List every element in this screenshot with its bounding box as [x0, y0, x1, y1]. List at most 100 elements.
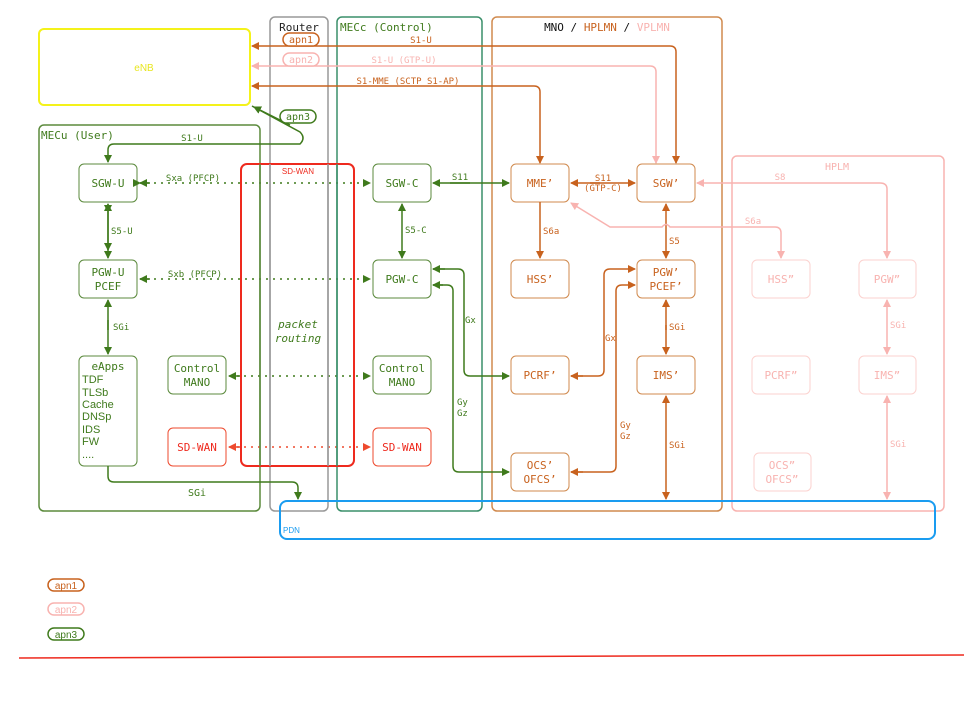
node-pgw2[interactable]: PGW”: [858, 259, 917, 299]
svg-text:SD-WAN: SD-WAN: [382, 441, 422, 454]
link-s1u-apn3: [104, 105, 304, 163]
router-group: [269, 16, 329, 512]
node-ims2[interactable]: IMS”: [858, 355, 917, 395]
svg-text:SGW-C: SGW-C: [385, 177, 418, 190]
svg-text:OFCS’: OFCS’: [523, 473, 556, 486]
svg-text:PGW-C: PGW-C: [385, 273, 418, 286]
node-sdwan-c[interactable]: SD-WAN: [372, 427, 432, 467]
label-s1u-apn3: S1-U: [181, 134, 203, 144]
node-control-mano-c[interactable]: Control MANO: [372, 355, 432, 395]
node-pgw-u[interactable]: PGW-U PCEF: [78, 259, 138, 299]
svg-text:eApps: eApps: [91, 360, 124, 373]
svg-text:OCS”: OCS”: [769, 459, 796, 472]
svg-text:IMS’: IMS’: [653, 369, 680, 382]
node-ims[interactable]: IMS’: [636, 355, 696, 395]
legend-item-apn2: apn2: [47, 602, 85, 616]
legend-item-apn3: apn3: [47, 627, 85, 641]
label-sgi-pdn: SGi: [188, 488, 206, 499]
svg-text:MANO: MANO: [184, 376, 211, 389]
label-s11: S11: [452, 173, 468, 183]
svg-text:Control: Control: [174, 362, 220, 375]
link-s1u-apn1-down: [669, 45, 680, 164]
link-gygz-c: [433, 284, 510, 476]
label-sgi-u: SGi: [113, 323, 129, 333]
divider-line: [18, 654, 965, 659]
mno-group: [491, 16, 723, 512]
node-ocs2[interactable]: OCS” OFCS”: [753, 452, 812, 492]
link-s6a-h-main: [570, 202, 775, 228]
svg-text:OCS’: OCS’: [527, 459, 554, 472]
node-sgw[interactable]: SGW’: [636, 163, 696, 203]
label-sxa: Sxa (PFCP): [166, 174, 220, 184]
svg-text:FW: FW: [82, 436, 100, 448]
enb-box: [38, 28, 251, 106]
label-s5u: S5-U: [111, 227, 133, 237]
node-sgw-u[interactable]: SGW-U: [78, 163, 138, 203]
svg-text:IDS: IDS: [82, 424, 100, 436]
node-ocs[interactable]: OCS’ OFCS’: [510, 452, 570, 492]
node-eapps[interactable]: eApps TDF TLSb Cache DNSp IDS FW ....: [78, 355, 138, 467]
label-sgi-1: SGi: [669, 323, 685, 333]
label-s11-gtpc: S11(GTP-C): [584, 174, 622, 194]
hplm-title: HPLM: [825, 162, 849, 173]
svg-text:PCRF”: PCRF”: [764, 369, 797, 382]
node-hss2[interactable]: HSS”: [751, 259, 811, 299]
node-pcrf[interactable]: PCRF’: [510, 355, 570, 395]
label-s6a: S6a: [543, 227, 559, 237]
svg-text:DNSp: DNSp: [82, 411, 111, 423]
node-pgw-c[interactable]: PGW-C: [372, 259, 432, 299]
label-s1u-apn1: S1-U: [410, 36, 432, 46]
svg-text:HSS”: HSS”: [768, 273, 795, 286]
link-s1mme-down: [533, 85, 544, 164]
router-title: Router: [279, 21, 319, 34]
svg-text:PGW’: PGW’: [653, 266, 680, 279]
svg-text:PCEF: PCEF: [95, 280, 122, 293]
link-s1u-apn2-down: [649, 65, 660, 164]
svg-text:PCRF’: PCRF’: [523, 369, 556, 382]
node-hss[interactable]: HSS’: [510, 259, 570, 299]
label-gx: Gx: [605, 334, 616, 344]
svg-text:apn3: apn3: [55, 630, 78, 641]
mno-title-hplmn: HPLMN: [584, 21, 617, 34]
apn2-tag: apn2: [282, 52, 320, 67]
mecu-title: MECu (User): [41, 129, 114, 142]
label-s6a-h: S6a: [745, 217, 761, 227]
node-sgw-c[interactable]: SGW-C: [372, 163, 432, 203]
svg-text:apn1: apn1: [55, 581, 78, 592]
node-pcrf2[interactable]: PCRF”: [751, 355, 811, 395]
enb-label: eNB: [134, 63, 154, 74]
link-gx: [571, 265, 636, 377]
node-sdwan-u[interactable]: SD-WAN: [167, 427, 227, 467]
svg-text:Cache: Cache: [82, 399, 114, 411]
link-gygz: [571, 281, 636, 473]
svg-text:OFCS”: OFCS”: [765, 473, 798, 486]
label-s5: S5: [669, 237, 680, 247]
node-mme[interactable]: MME’: [510, 163, 570, 203]
link-gx-c: [433, 268, 510, 380]
label-sgi-2: SGi: [669, 441, 685, 451]
apn3-tag: apn3: [279, 109, 317, 124]
link-s6a-h: [774, 226, 785, 259]
node-pgw-pcef[interactable]: PGW’ PCEF’: [636, 259, 696, 299]
node-control-mano-u[interactable]: Control MANO: [167, 355, 227, 395]
svg-text:IMS”: IMS”: [874, 369, 901, 382]
pdn-box: [279, 500, 936, 540]
sdwan-area-label: SD-WAN: [282, 167, 314, 176]
hplm-group: [731, 155, 945, 512]
svg-text:Control: Control: [379, 362, 425, 375]
label-s5c: S5-C: [405, 226, 427, 236]
legend: apn1 apn2 apn3: [47, 578, 85, 641]
label-s1u-apn2: S1-U (GTP-U): [371, 56, 436, 66]
svg-text:SD-WAN: SD-WAN: [177, 441, 217, 454]
mno-title: MNO / HPLMN / VPLMN: [544, 21, 670, 34]
svg-text:apn3: apn3: [286, 112, 310, 123]
label-sgi-h2: SGi: [890, 440, 906, 450]
sdwan-area: [240, 163, 355, 467]
svg-text:PGW”: PGW”: [874, 273, 901, 286]
svg-text:PCEF’: PCEF’: [649, 280, 682, 293]
svg-text:TLSb: TLSb: [82, 387, 108, 399]
svg-text:....: ....: [82, 449, 94, 461]
apn1-tag: apn1: [282, 32, 320, 47]
